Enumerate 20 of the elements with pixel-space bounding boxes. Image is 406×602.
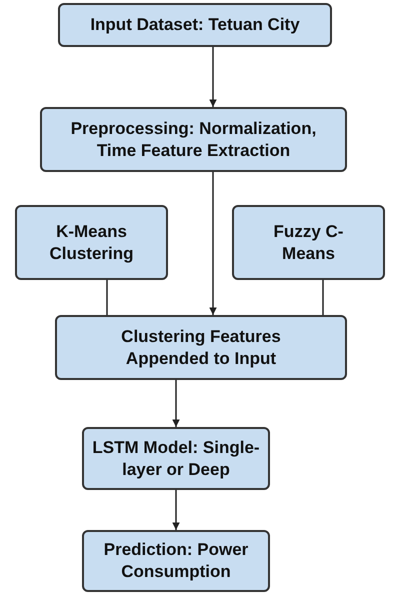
- process-box: [82, 530, 270, 592]
- box-label: Input Dataset: Tetuan City: [90, 14, 300, 36]
- box-label: Prediction: Power Consumption: [102, 539, 250, 583]
- process-box: [40, 107, 347, 172]
- process-box: [58, 3, 332, 47]
- box-label: Clustering Features Appended to Input: [120, 326, 282, 370]
- process-box: [232, 205, 385, 280]
- connector-line: [106, 280, 108, 315]
- arrow: [172, 380, 180, 427]
- process-box: [82, 427, 270, 490]
- box-label: K-Means Clustering: [48, 220, 135, 264]
- box-label: Preprocessing: Normalization, Time Feature Extraction: [70, 118, 318, 162]
- connector-line: [322, 280, 324, 315]
- box-label: Fuzzy C- Means: [272, 220, 344, 264]
- process-box: [15, 205, 168, 280]
- arrow: [209, 47, 217, 107]
- process-box: [55, 315, 347, 380]
- box-label: LSTM Model: Single-layer or Deep: [91, 436, 261, 480]
- arrow: [209, 172, 217, 315]
- arrow: [172, 490, 180, 530]
